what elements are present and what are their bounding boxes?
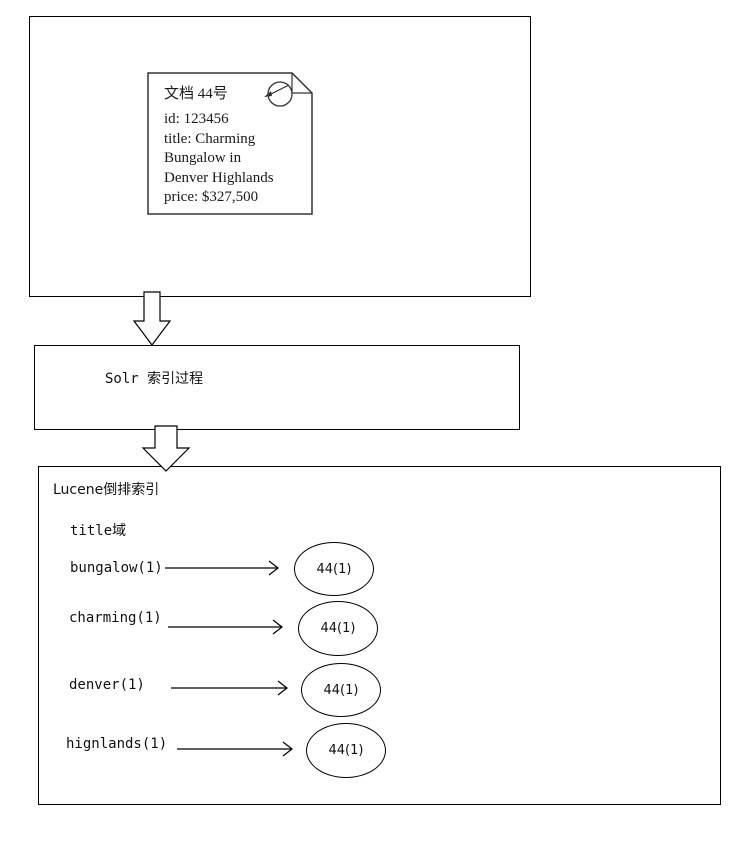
process-label: Solr 索引过程 bbox=[105, 371, 204, 387]
indexing-process-box: Solr 索引过程 bbox=[34, 345, 520, 430]
term-label: hignlands(1) bbox=[66, 736, 168, 752]
field-label: title域 bbox=[70, 523, 127, 539]
document-field-line: price: $327,500 bbox=[164, 189, 259, 205]
posting-ellipse: 44(1) bbox=[301, 663, 381, 717]
index-title: Lucene倒排索引 bbox=[53, 482, 160, 498]
document-panel: 文档 44号 id: 123456 title: Charming Bungal… bbox=[29, 16, 531, 297]
document-field-line: Denver Highlands bbox=[164, 169, 274, 186]
document-title: 文档 44号 bbox=[164, 86, 228, 102]
document-field-line: id: 123456 bbox=[164, 111, 229, 127]
posting-ellipse: 44(1) bbox=[294, 542, 374, 596]
document-field-line: Bungalow in bbox=[164, 150, 242, 166]
term-label: bungalow(1) bbox=[70, 560, 163, 576]
flow-arrow-down bbox=[141, 425, 191, 472]
document-card-outline bbox=[147, 72, 313, 215]
term-label: denver(1) bbox=[69, 677, 145, 693]
document-fields: id: 123456 title: Charming Bungalow in D… bbox=[164, 110, 304, 208]
inverted-index-box: Lucene倒排索引 title域 bungalow(1) charming(1… bbox=[38, 466, 721, 805]
posting-ellipse: 44(1) bbox=[298, 601, 378, 656]
posting-ellipse: 44(1) bbox=[306, 723, 386, 778]
document-field-line: title: Charming bbox=[164, 130, 256, 147]
term-label: charming(1) bbox=[69, 610, 162, 626]
flow-arrow-down bbox=[132, 291, 172, 346]
document-card: 文档 44号 id: 123456 title: Charming Bungal… bbox=[147, 72, 313, 215]
